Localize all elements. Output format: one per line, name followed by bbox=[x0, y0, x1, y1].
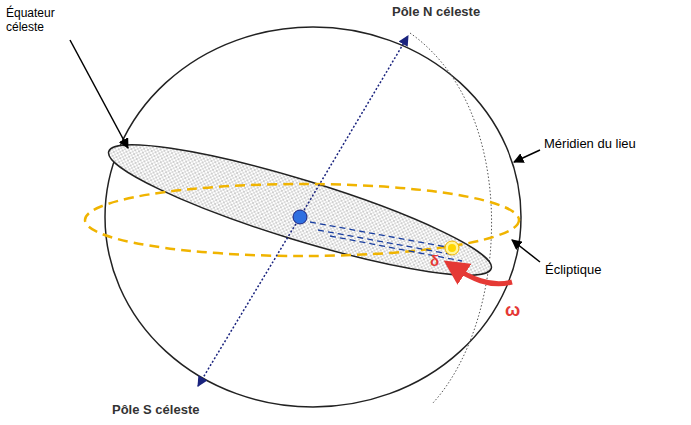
south-pole-label: Pôle S céleste bbox=[112, 402, 199, 418]
ecliptic-label: Écliptique bbox=[545, 262, 601, 278]
declination-symbol: δ bbox=[430, 252, 439, 270]
equator-label: Équateur céleste bbox=[6, 6, 76, 35]
meridian-label: Méridien du lieu bbox=[544, 136, 636, 152]
angular-speed-symbol: ω bbox=[505, 300, 520, 322]
north-pole-label: Pôle N céleste bbox=[392, 4, 480, 20]
